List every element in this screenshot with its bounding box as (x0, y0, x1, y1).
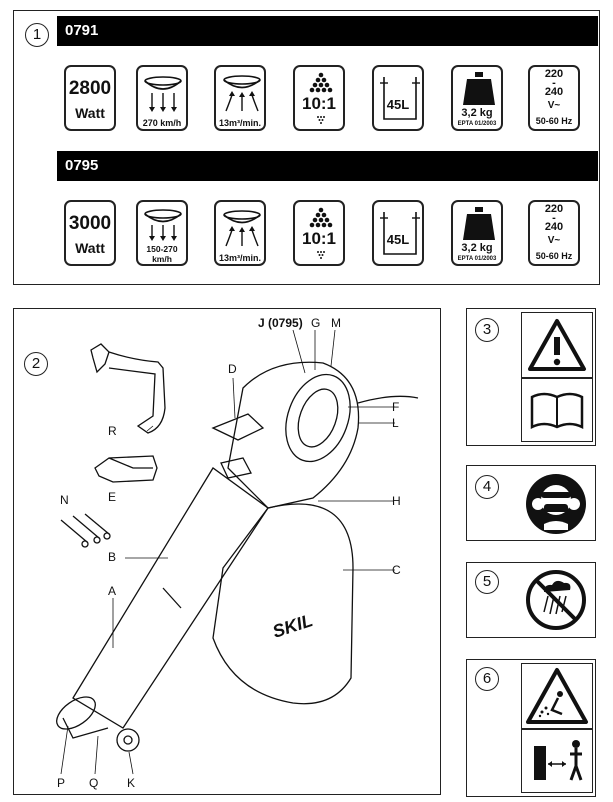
power-icon: 3000 Watt (64, 200, 116, 266)
label-c: C (392, 563, 401, 577)
weight-icon: 3,2 kg EPTA 01/2003 (451, 200, 503, 266)
label-a: A (108, 584, 117, 598)
voltage-icon: 220 - 240 V~ 50-60 Hz (528, 65, 580, 131)
debris-icon-frame (521, 663, 593, 729)
mulch-ratio-icon: 10:1 (293, 200, 345, 266)
section-number-2: 2 (24, 352, 48, 376)
label-m: M (331, 316, 341, 330)
read-manual-icon (530, 392, 584, 430)
section-number-3: 3 (475, 318, 499, 342)
model-number: 0795 (65, 157, 99, 174)
label-l: L (392, 416, 399, 430)
manual-icon-frame (521, 378, 593, 442)
model-bar-0791: 0791 (57, 16, 598, 46)
label-g: G (311, 316, 321, 330)
label-q: Q (89, 776, 99, 790)
model-number: 0791 (65, 22, 99, 39)
label-h: H (392, 494, 401, 508)
eye-ear-protection-icon (526, 474, 586, 534)
section-number-6: 6 (475, 667, 499, 691)
label-f: F (392, 400, 400, 414)
mulch-ratio-icon: 10:1 (293, 65, 345, 131)
section-number-1: 1 (25, 23, 49, 47)
skil-logo: SKIL (270, 610, 315, 642)
label-e: E (108, 490, 117, 504)
power-icon: 2800 Watt (64, 65, 116, 131)
weight-icon: 3,2 kg EPTA 01/2003 (451, 65, 503, 131)
air-volume-icon: 13m³/min. (214, 65, 266, 131)
model-bar-0795: 0795 (57, 151, 598, 181)
no-rain-icon (526, 570, 586, 630)
air-speed-icon: 150-270 km/h (136, 200, 188, 266)
label-b: B (108, 550, 117, 564)
warning-triangle-icon (528, 319, 586, 371)
voltage-icon: 220 - 240 V~ 50-60 Hz (528, 200, 580, 266)
distance-icon-frame (521, 729, 593, 793)
flying-debris-warning-icon (526, 668, 588, 724)
label-n: N (60, 493, 69, 507)
section-number-4: 4 (475, 475, 499, 499)
bag-capacity-icon: 45L (372, 200, 424, 266)
air-speed-icon: 270 km/h (136, 65, 188, 131)
label-j: J (0795) (258, 316, 303, 330)
blower-vacuum-illustration: SKIL (56, 329, 419, 775)
label-p: P (57, 776, 66, 790)
label-d: D (228, 362, 237, 376)
keep-distance-icon (534, 740, 583, 781)
label-k: K (127, 776, 136, 790)
warning-icon-frame (521, 312, 593, 378)
section-number-5: 5 (475, 570, 499, 594)
air-volume-icon: 13m³/min. (214, 200, 266, 266)
bag-capacity-icon: 45L (372, 65, 424, 131)
parts-diagram-panel (13, 308, 441, 795)
label-r: R (108, 424, 117, 438)
